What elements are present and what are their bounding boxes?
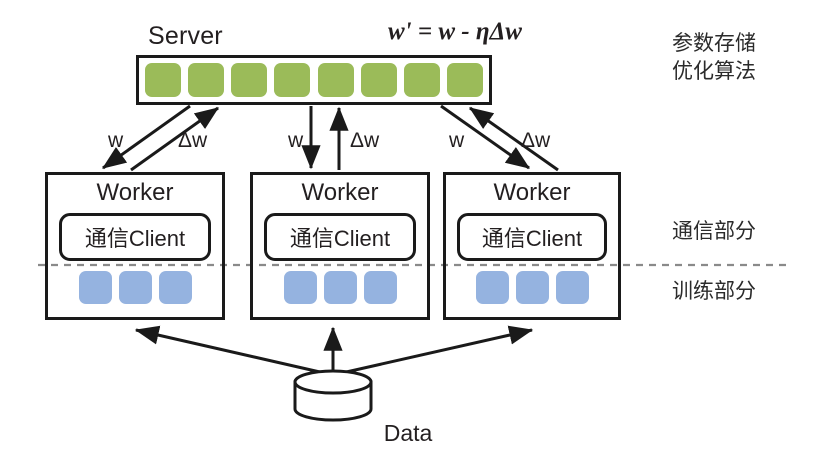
annotation-server-role: 参数存储 优化算法 [672,30,756,85]
arrow-data-to-worker-2 [332,325,534,377]
server-parameter-cell [360,63,397,97]
edge-label-worker-2-w: w [449,129,465,152]
server-parameter-cell [145,63,181,97]
edge-label-worker-1-w: w [288,129,304,152]
annotation-communication-section: 通信部分 [672,220,756,243]
worker-box-2[interactable]: Worker 通信Client [443,172,621,320]
worker-compute-cell [78,271,112,304]
edge-label-worker-1-delta-w: Δw [350,129,380,152]
data-store-label: Data [383,420,433,446]
worker-box-1[interactable]: Worker 通信Client [250,172,430,320]
worker-title: Worker [493,179,571,206]
worker-compute-cell [515,271,549,304]
edge-label-worker-0-w: w [108,129,124,152]
worker-compute-cell [555,271,589,304]
annotation-server-role-line1: 参数存储 [672,32,756,55]
worker-compute-cells-2 [446,271,618,304]
worker-compute-cell [363,271,397,304]
worker-title: Worker [301,179,379,206]
worker-compute-cell [158,271,192,304]
edge-label-worker-0-delta-w: Δw [178,129,208,152]
server-parameter-cell [274,63,311,97]
communication-client-box-2[interactable]: 通信Client [457,213,607,261]
server-parameter-cell [231,63,268,97]
data-cylinder-icon [293,369,373,422]
worker-compute-cell [475,271,509,304]
annotation-server-role-line2: 优化算法 [672,59,756,83]
edge-label-worker-2-delta-w: Δw [521,129,551,152]
communication-client-box-0[interactable]: 通信Client [59,213,211,261]
worker-compute-cell [118,271,152,304]
worker-compute-cells-1 [253,271,427,304]
worker-box-0[interactable]: Worker 通信Client [45,172,225,320]
server-label: Server [148,22,223,50]
worker-compute-cell [323,271,357,304]
server-parameter-cell [317,63,354,97]
server-box[interactable] [136,55,492,105]
arrow-data-to-worker-0 [134,325,334,377]
worker-compute-cells-0 [48,271,222,304]
update-rule-formula: w' = w - ηΔw [388,18,522,45]
worker-title: Worker [96,179,174,206]
communication-client-box-1[interactable]: 通信Client [264,213,416,261]
worker-compute-cell [283,271,317,304]
server-parameter-cell [446,63,483,97]
annotation-training-section: 训练部分 [672,280,756,303]
server-parameter-cell [188,63,225,97]
server-parameter-cell [403,63,440,97]
